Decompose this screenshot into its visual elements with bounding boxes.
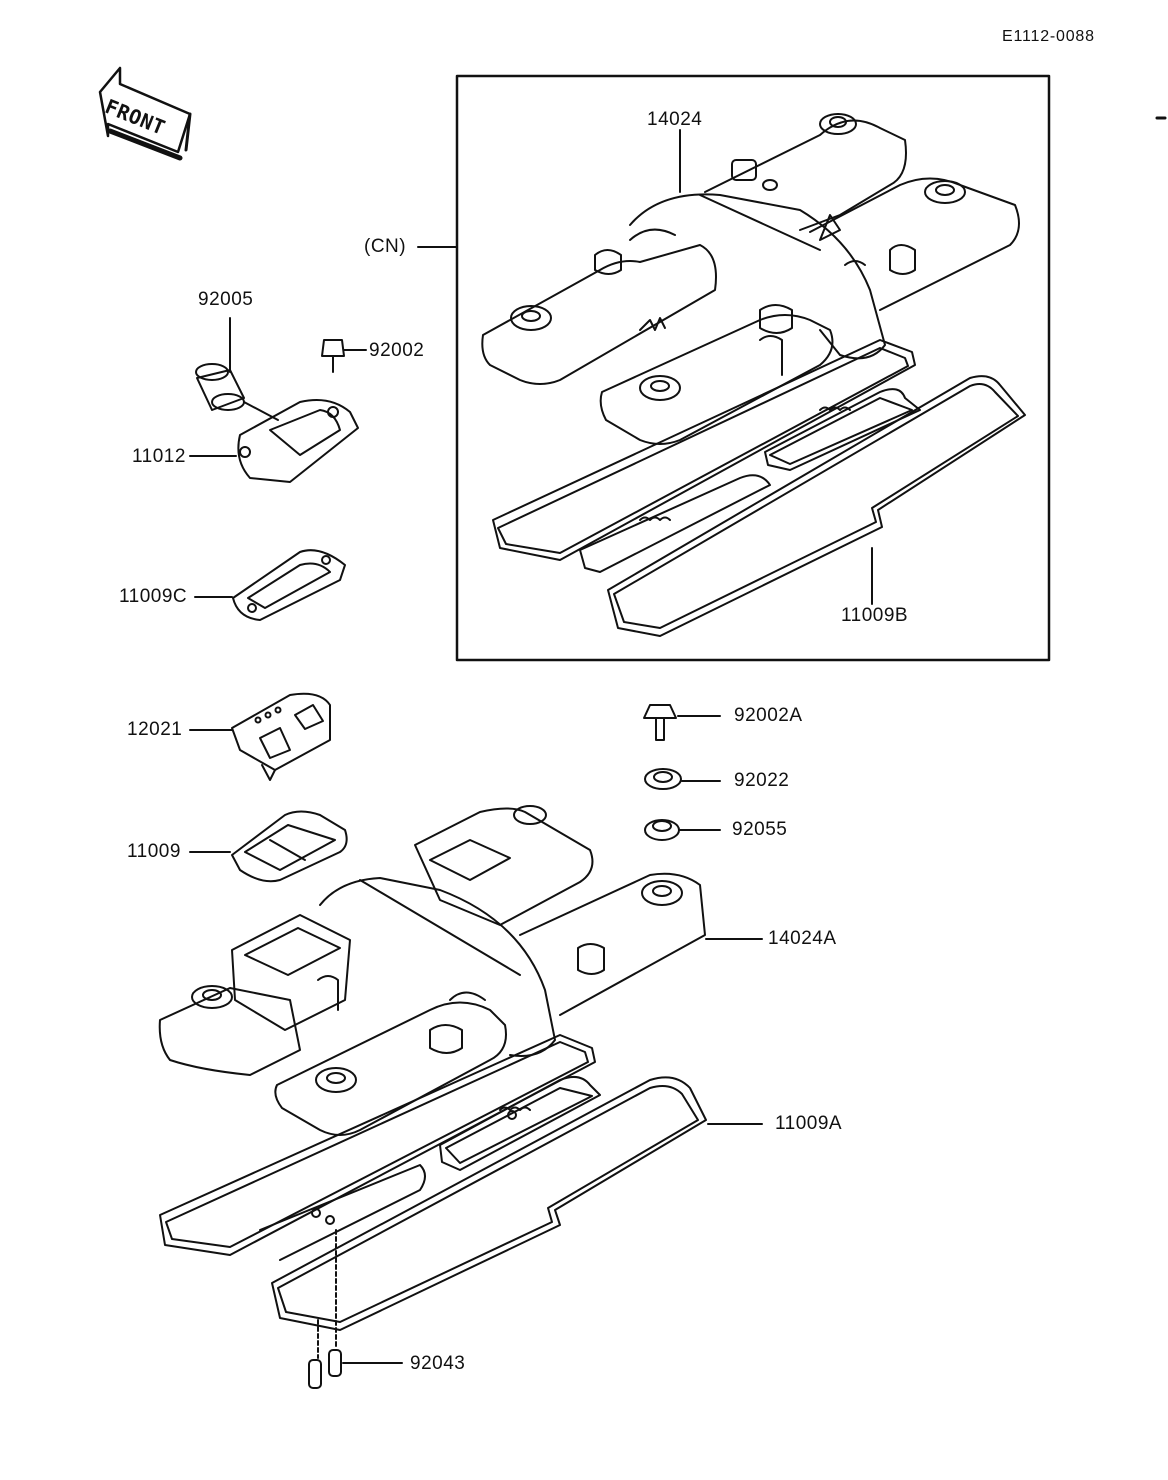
callout-92002A: 92002A — [734, 705, 803, 726]
callout-92005: 92005 — [198, 289, 254, 310]
bolt-92002A — [643, 704, 721, 741]
breather-hose-92005 — [195, 317, 279, 421]
document-id: E1112-0088 — [1002, 28, 1095, 45]
breather-cover-11012 — [189, 399, 359, 483]
washer-92022 — [644, 768, 721, 790]
callout-92022: 92022 — [734, 770, 790, 791]
gasket-11009C — [194, 549, 346, 621]
cylinder-head-cover-14024A — [158, 805, 763, 1136]
head-cover-gasket-11009A — [159, 1034, 763, 1331]
callout-92002: 92002 — [369, 340, 425, 361]
callout-12021: 12021 — [127, 719, 183, 740]
callout-11009A: 11009A — [775, 1113, 843, 1134]
callout-92055: 92055 — [732, 819, 788, 840]
grommet-92055 — [644, 819, 721, 841]
cylinder-head-cover-14024 — [481, 113, 1020, 445]
head-cover-gasket-11009B — [492, 339, 1026, 637]
callout-14024A: 14024A — [768, 928, 837, 949]
callout-11009B: 11009B — [841, 605, 909, 626]
plate-12021 — [189, 692, 331, 781]
callout-11012: 11012 — [132, 446, 186, 467]
callout-cn: (CN) — [364, 236, 407, 257]
callout-14024: 14024 — [647, 109, 703, 130]
callout-92043: 92043 — [410, 1353, 466, 1374]
front-arrow-icon — [98, 66, 192, 161]
callout-11009: 11009 — [127, 841, 181, 862]
gasket-11009 — [189, 810, 348, 883]
dowel-pins-92043 — [308, 1229, 403, 1389]
bolt-92002 — [321, 339, 367, 373]
callout-11009C: 11009C — [119, 586, 188, 607]
cn-kit-frame — [455, 74, 1051, 662]
